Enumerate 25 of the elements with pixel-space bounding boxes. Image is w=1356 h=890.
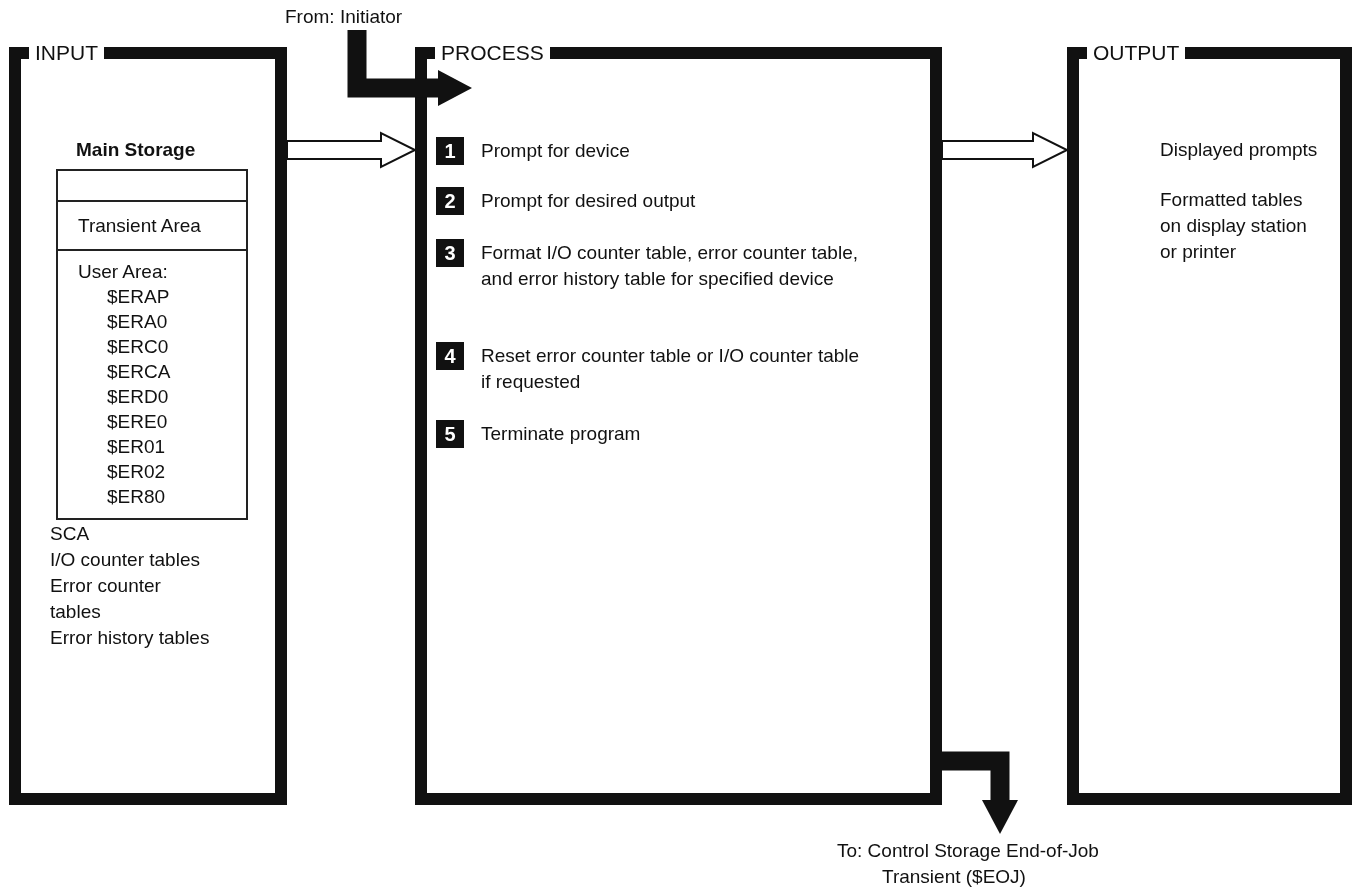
item-text: I/O counter tables	[50, 548, 201, 572]
step-number-badge: 1	[436, 137, 464, 165]
item-text: Formatted tables on display station or printer	[1160, 188, 1308, 264]
hollow-arrow	[286, 131, 418, 169]
section-text: Transient Area	[78, 214, 202, 238]
section-text: User Area:	[78, 260, 169, 284]
step-number-badge: 3	[436, 239, 464, 267]
step-text: Prompt for device	[481, 139, 631, 163]
step-number-badge: 4	[436, 342, 464, 370]
step-text: Terminate program	[481, 422, 642, 446]
step-text: Prompt for desired output	[481, 189, 697, 213]
flow-label: To: Control Storage End-of-Job Transient ($EOJ)	[837, 838, 1147, 890]
step-text: Format I/O counter table, error counter table, and error history table for specified device	[481, 241, 859, 291]
item-text: Error counter tables	[50, 574, 162, 624]
hollow-arrow	[941, 131, 1070, 169]
item-text: Error history tables	[50, 626, 211, 650]
step-text: Reset error counter table or I/O counter table if requested	[481, 344, 861, 394]
step-number-badge: 2	[436, 187, 464, 215]
module-list: $ERAP $ERA0 $ERC0 $ERCA $ERD0 $ERE0 $ER01 $ER02 $ER80	[107, 284, 182, 509]
storage-heading: Main Storage	[76, 138, 196, 162]
item-text: SCA	[50, 522, 91, 546]
flow-label: From: Initiator	[285, 4, 455, 30]
item-text: Displayed prompts	[1160, 138, 1319, 162]
step-number-badge: 5	[436, 420, 464, 448]
solid-arrow	[942, 751, 1018, 834]
